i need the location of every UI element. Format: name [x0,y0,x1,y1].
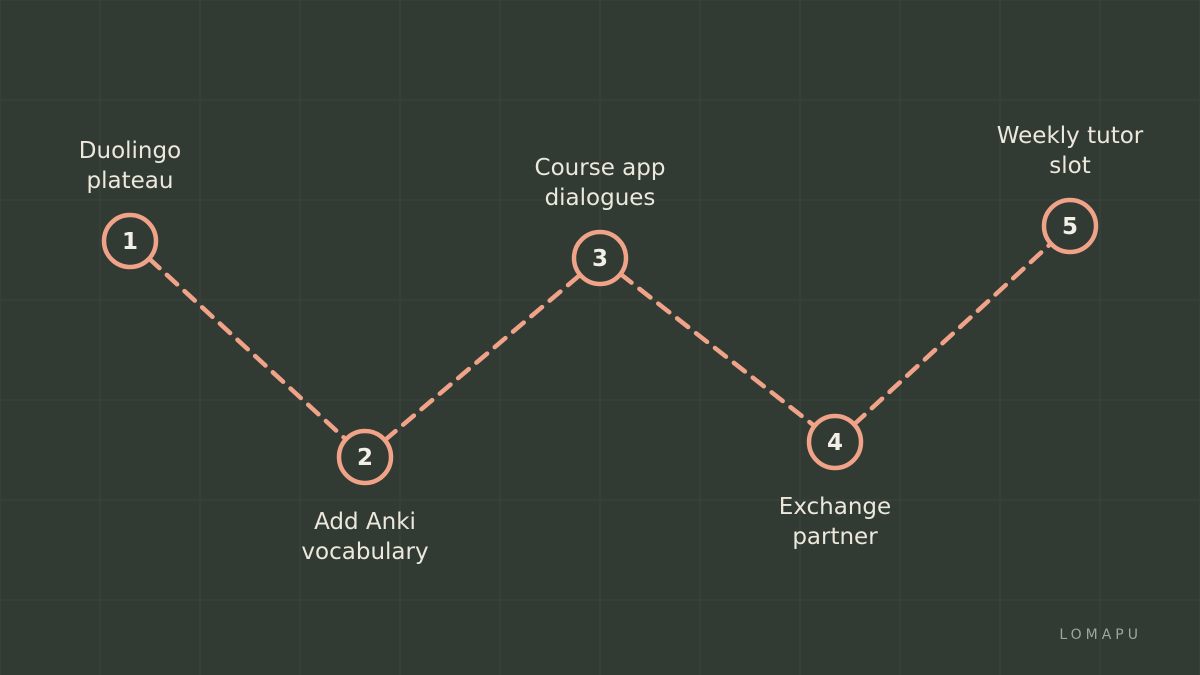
connector-2-3 [382,272,583,443]
step-circle [336,428,394,486]
connectors [146,241,1054,443]
step-label-line: dialogues [545,185,656,211]
step-label-1: Duolingo plateau [79,138,181,194]
step-circle [806,413,864,471]
step-label-3: Course app dialogues [535,155,666,211]
step-label-line: Duolingo [79,138,181,164]
connector-4-5 [851,241,1054,427]
step-label-line: Exchange [779,494,891,520]
connector-1-2 [146,256,349,442]
step-number: 5 [1062,214,1078,240]
step-label-line: Weekly tutor [997,123,1144,149]
step-label-4: Exchange partner [779,494,891,550]
connector-3-4 [618,271,817,429]
step-number: 3 [592,246,608,272]
step-label-2: Add Anki vocabulary [301,509,428,565]
step-node-1: 1 [101,212,159,270]
step-label-5: Weekly tutor slot [997,123,1144,179]
step-label-line: plateau [87,168,174,194]
step-node-3: 3 [571,229,629,287]
step-circle [1041,197,1099,255]
step-label-line: partner [792,524,878,550]
step-nodes: 1 2 3 4 5 [101,197,1099,486]
step-number: 1 [122,229,138,255]
step-label-line: vocabulary [301,539,428,565]
step-number: 2 [357,445,373,471]
step-node-2: 2 [336,428,394,486]
step-label-line: slot [1049,153,1090,179]
step-circle [101,212,159,270]
step-node-5: 5 [1041,197,1099,255]
step-node-4: 4 [806,413,864,471]
step-circle [571,229,629,287]
step-label-line: Add Anki [314,509,416,535]
step-label-line: Course app [535,155,666,181]
step-number: 4 [827,430,843,456]
brand-wordmark: LOMAPU [1059,627,1142,643]
